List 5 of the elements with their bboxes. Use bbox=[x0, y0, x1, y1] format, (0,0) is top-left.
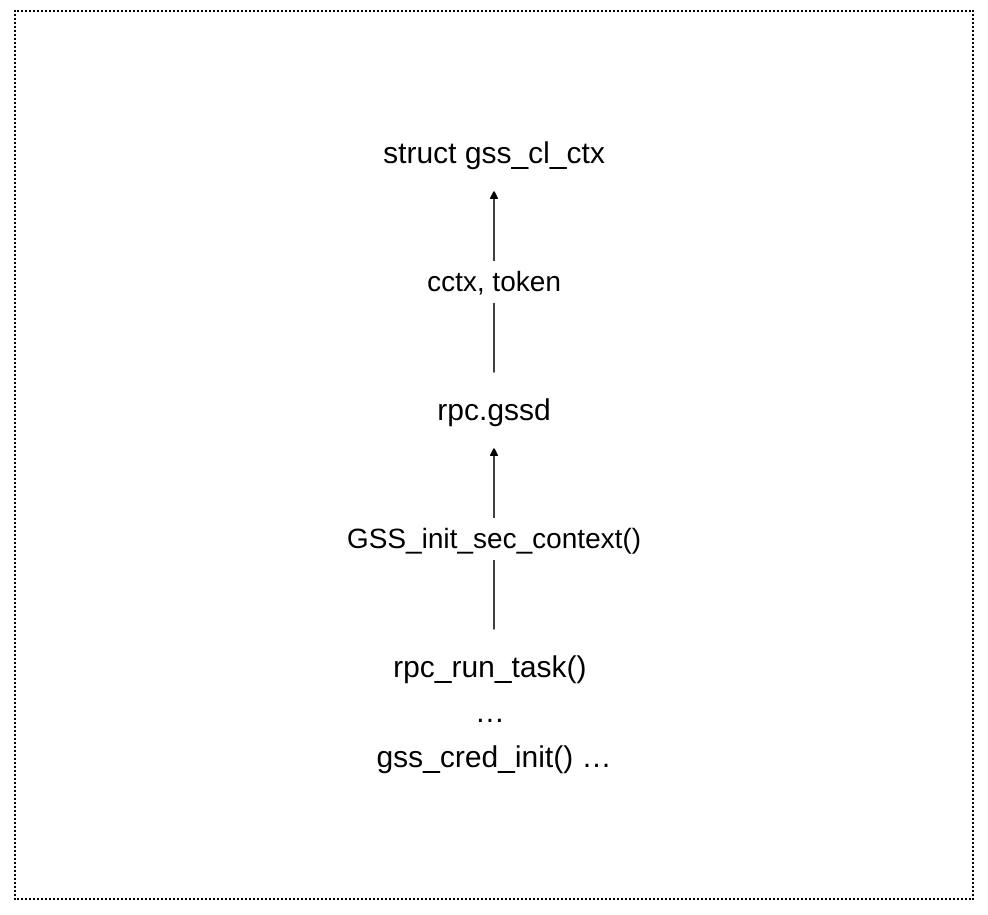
edge-label: cctx, token bbox=[427, 266, 561, 296]
node-text: struct gss_cl_ctx bbox=[383, 136, 605, 170]
node-text: rpc.gssd bbox=[437, 394, 551, 426]
edge-label: GSS_init_sec_context() bbox=[346, 522, 642, 554]
node-text: rpc_run_task() … gss_cred_init() … bbox=[376, 650, 612, 774]
